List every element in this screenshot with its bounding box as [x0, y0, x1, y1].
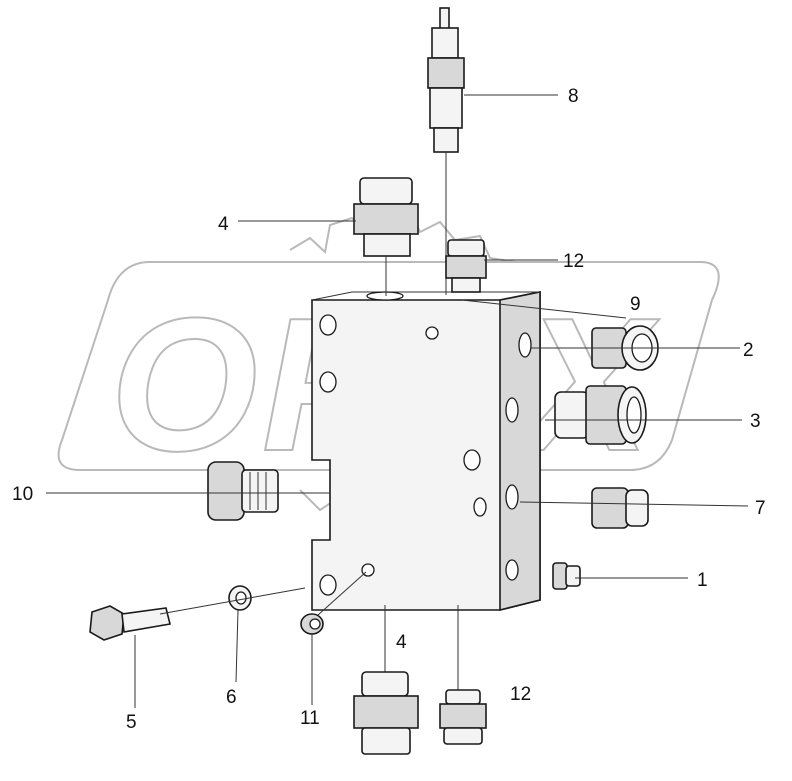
part-12-bottom-plug [439, 605, 487, 745]
part-11-plug [300, 613, 324, 635]
valve-block [311, 291, 541, 612]
part-5-bolt [89, 605, 171, 641]
part-7-plug [591, 487, 649, 529]
callout-1: 1 [697, 570, 708, 591]
part-8-pressure-sensor [427, 7, 465, 295]
part-6-washer [228, 585, 252, 611]
callout-6: 6 [226, 687, 237, 708]
callout-9: 9 [630, 294, 641, 315]
callout-12-bottom: 12 [510, 684, 531, 705]
part-10-fitting [207, 461, 279, 521]
callout-3: 3 [750, 411, 761, 432]
leader-lines [46, 94, 749, 708]
callout-7: 7 [755, 498, 766, 519]
callout-10: 10 [12, 484, 33, 505]
callout-4-top: 4 [218, 214, 229, 235]
part-1-plug [552, 562, 581, 590]
part-3-fitting [554, 385, 647, 445]
callout-11: 11 [300, 708, 320, 729]
callout-12-top: 12 [563, 251, 584, 272]
part-12-top-plug [445, 239, 487, 293]
part-4-top-fitting [353, 177, 419, 296]
callout-4-bottom: 4 [396, 632, 407, 653]
callout-2: 2 [743, 340, 754, 361]
callout-5: 5 [126, 712, 137, 733]
callout-8: 8 [568, 86, 579, 107]
part-4-bottom-fitting [353, 605, 419, 755]
